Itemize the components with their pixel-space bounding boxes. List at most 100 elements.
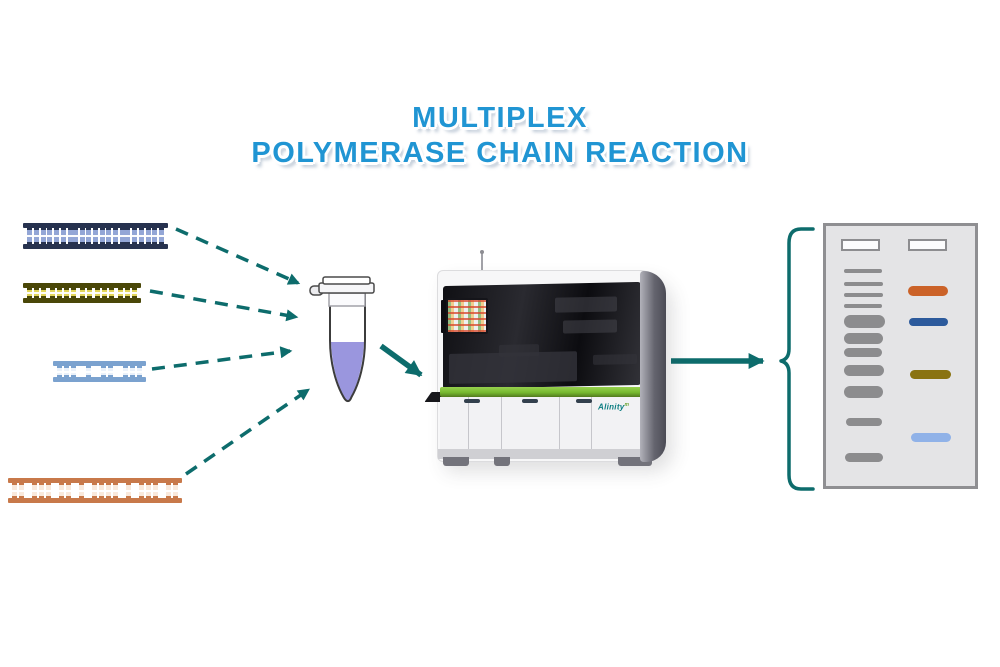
dna-rungs	[8, 483, 182, 498]
dna-rung	[79, 483, 84, 498]
dna-rung	[63, 288, 69, 298]
gel-ladder-band	[844, 304, 882, 308]
dna-rung	[102, 288, 108, 298]
dna-rungs	[23, 228, 168, 244]
machine-side-panel	[640, 271, 666, 462]
dna-rung	[101, 366, 106, 377]
dna-rung	[41, 288, 46, 298]
dna-rung	[109, 288, 115, 298]
cabinet-door-seam	[559, 397, 560, 449]
dna-rung	[32, 483, 37, 498]
dna-rungs	[23, 288, 141, 298]
dna-rung	[80, 228, 86, 244]
gel-ladder-band	[845, 453, 883, 462]
dna-rung	[95, 288, 101, 298]
cabinet-handle	[464, 399, 480, 403]
dna-rung	[166, 483, 171, 498]
machine-vent	[563, 319, 617, 334]
dna-rung-group	[79, 288, 92, 298]
dna-rung	[57, 366, 62, 377]
dna-fragment-olive	[23, 283, 141, 303]
dna-rung	[130, 366, 135, 377]
dna-rung-group	[79, 483, 84, 498]
machine-screen-display	[448, 300, 486, 332]
machine-brand-label: Alinitym	[598, 402, 630, 412]
dna-fragment-navy	[23, 223, 168, 249]
dna-rung	[125, 288, 130, 298]
dna-rung	[19, 483, 24, 498]
machine-antenna	[480, 250, 484, 273]
gel-ladder-band	[844, 293, 883, 297]
dna-rung-group	[92, 483, 118, 498]
dna-rung	[70, 288, 76, 298]
dna-rung-group	[27, 288, 46, 298]
dna-rung	[85, 228, 91, 244]
gel-sample-band	[908, 286, 948, 296]
dna-rung	[118, 288, 123, 298]
tube-cap-top	[322, 276, 371, 285]
dna-rung	[49, 288, 55, 298]
cabinet-door-seam	[468, 397, 469, 449]
dna-rail	[23, 283, 141, 288]
dna-rung	[99, 483, 104, 498]
cabinet-door-seam	[591, 397, 592, 449]
dna-rung	[34, 228, 39, 244]
dna-rail	[53, 377, 146, 382]
dna-fragment-blue	[53, 361, 146, 382]
dna-rung	[39, 483, 44, 498]
dna-rung-group	[57, 366, 76, 377]
dna-rung	[12, 483, 17, 498]
dna-rung	[66, 483, 71, 498]
machine-control-strip	[441, 300, 446, 333]
gel-ladder-band	[844, 315, 885, 328]
gel-ladder-band	[846, 418, 882, 426]
dna-rung	[79, 288, 85, 298]
machine-foot	[443, 457, 469, 466]
dna-rung	[105, 228, 111, 244]
dna-rung	[86, 288, 92, 298]
gel-result-bracket	[779, 227, 815, 491]
machine-rack	[499, 344, 539, 357]
dna-rung	[92, 483, 97, 498]
brand-suffix: m	[624, 402, 630, 408]
cabinet-handle	[576, 399, 592, 403]
dna-rung	[86, 366, 91, 377]
machine-green-stripe	[440, 387, 642, 397]
tube-liquid	[331, 342, 364, 401]
dna-rung	[92, 228, 98, 244]
dna-rung	[34, 288, 39, 298]
machine-body: Alinitym	[424, 270, 666, 466]
dna-rung	[173, 483, 178, 498]
dna-rung	[56, 288, 62, 298]
dna-rung-group	[27, 228, 46, 244]
dna-rung	[106, 483, 111, 498]
dna-rung-group	[101, 366, 113, 377]
gel-ladder-band	[844, 348, 882, 357]
dna-rung	[132, 228, 138, 244]
dna-rung-group	[151, 228, 164, 244]
dna-rung	[132, 288, 137, 298]
dna-rung	[71, 366, 76, 377]
pcr-analyzer-machine: Alinitym	[424, 250, 666, 468]
dna-rung	[126, 483, 131, 498]
gel-sample-band	[909, 318, 948, 326]
dna-rung-group	[118, 288, 137, 298]
gel-ladder-band	[844, 282, 883, 286]
machine-foot	[618, 457, 652, 466]
dna-fragment-orange	[8, 478, 182, 503]
dna-rung-group	[95, 288, 115, 298]
tube-body-outline	[329, 293, 366, 403]
dna-rung	[139, 228, 145, 244]
dna-rung	[108, 366, 113, 377]
dna-rung-group	[139, 483, 158, 498]
title-line-1: MULTIPLEX	[412, 102, 588, 134]
dna-rung	[113, 483, 118, 498]
dna-rung	[53, 228, 59, 244]
dna-rung	[137, 366, 142, 377]
machine-cabinets: Alinitym	[440, 397, 642, 449]
dashed-flow-arrow	[149, 289, 299, 322]
dashed-flow-arrow	[151, 346, 293, 371]
dna-rung-group	[166, 483, 178, 498]
dna-rung-group	[73, 228, 86, 244]
